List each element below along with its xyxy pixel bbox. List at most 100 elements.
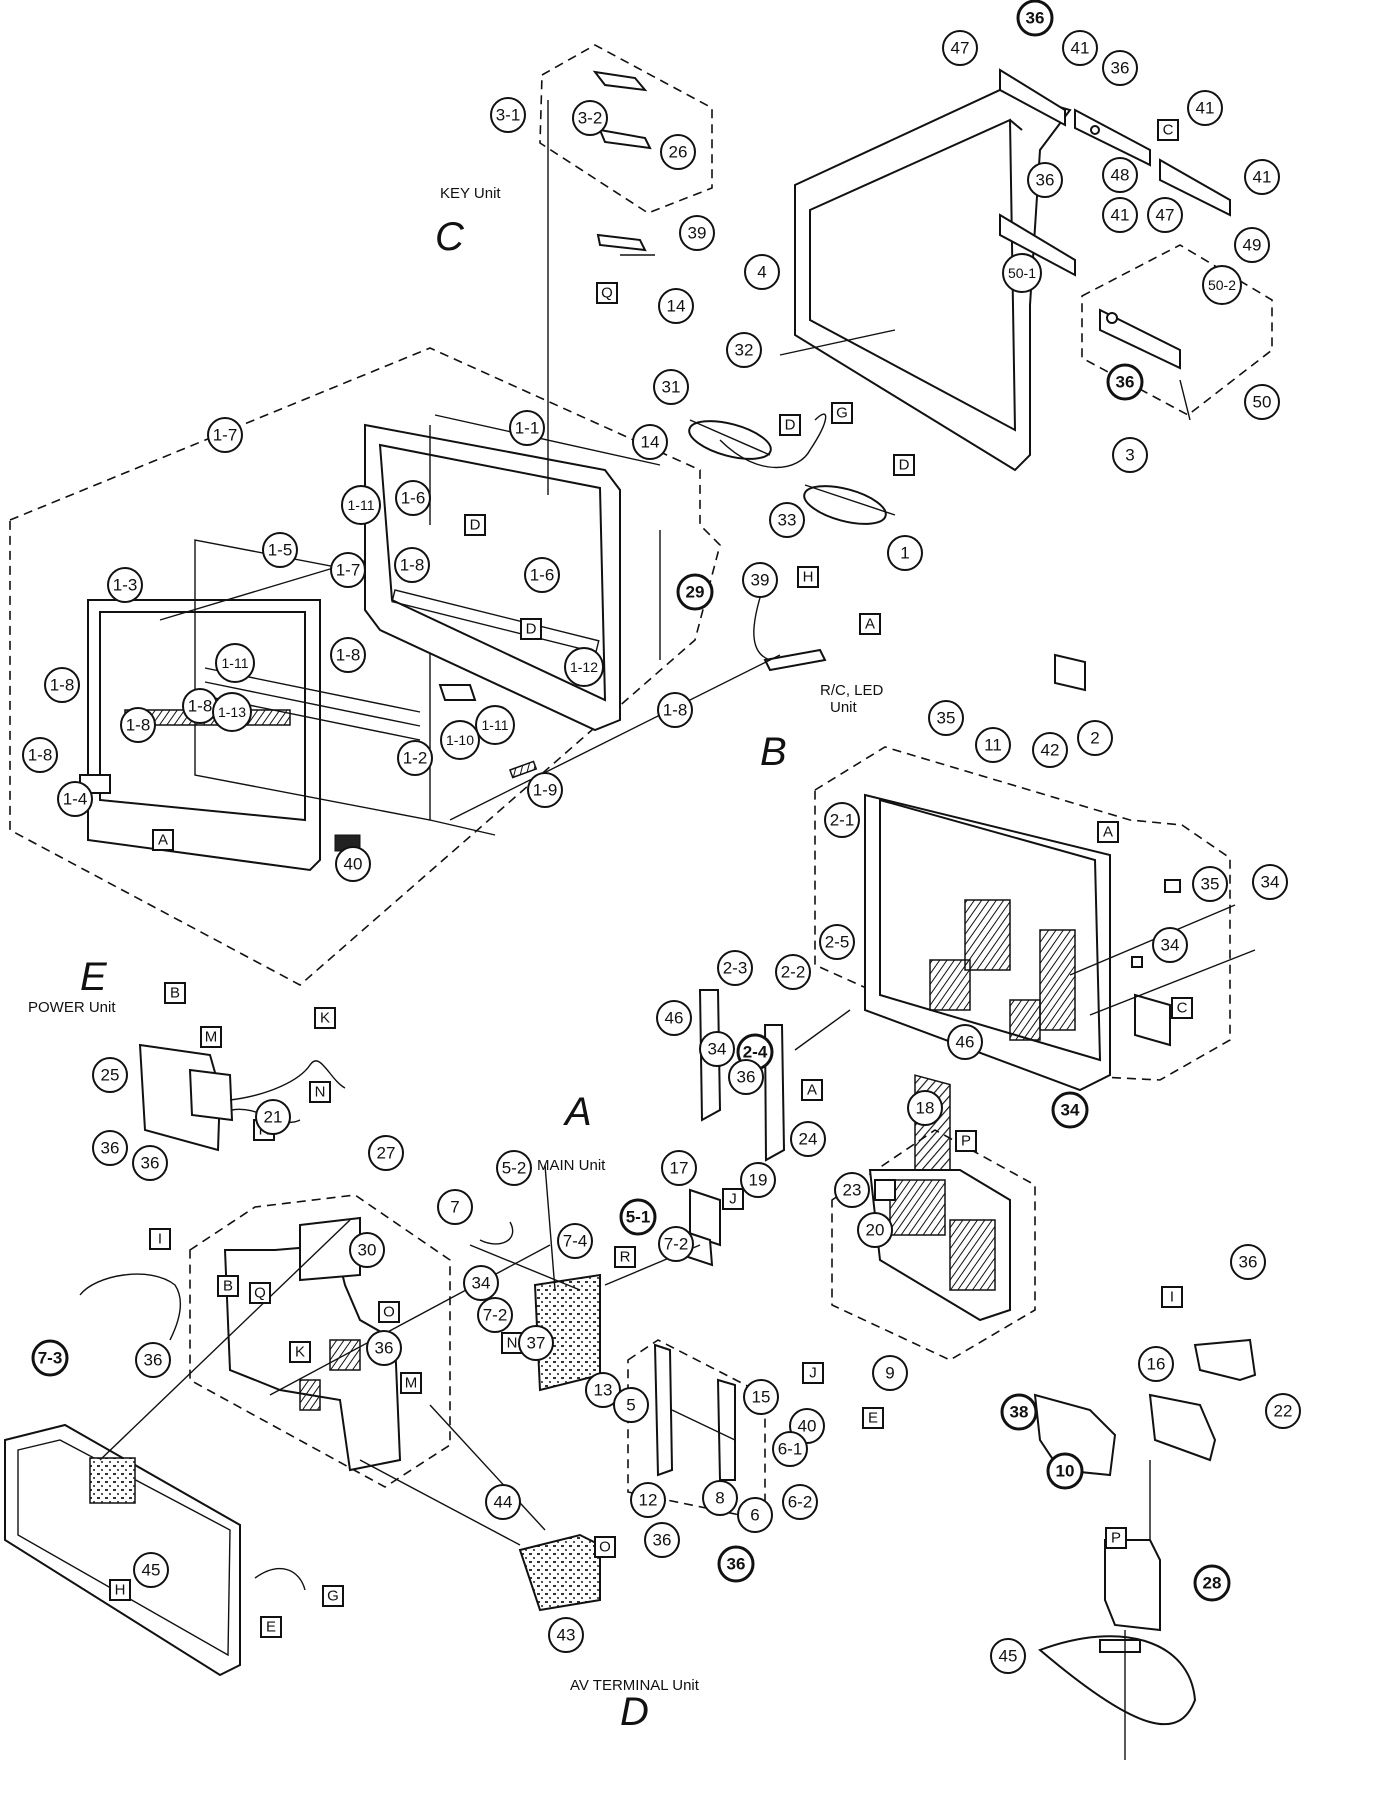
callout-part-41: 41 — [1187, 90, 1223, 126]
callout-part-36: 36 — [717, 1545, 755, 1583]
callout-part-42: 42 — [1032, 732, 1068, 768]
callout-label: 16 — [1147, 1355, 1166, 1374]
callout-part-14: 14 — [632, 424, 668, 460]
callout-label: 49 — [1243, 236, 1262, 255]
callout-part-36: 36 — [1102, 50, 1138, 86]
callout-label: 50-2 — [1208, 277, 1236, 293]
callout-label: 8 — [715, 1489, 724, 1508]
callout-label: 2-4 — [743, 1043, 768, 1062]
callout-label: P — [961, 1133, 971, 1150]
small-parts-1-13-1-2 — [438, 684, 538, 779]
callout-part-7-4: 7-4 — [557, 1223, 593, 1259]
connector-tag-c: C — [1171, 997, 1193, 1019]
callout-label: 1-12 — [570, 659, 598, 675]
connector-tag-q: Q — [596, 282, 618, 304]
callout-part-36: 36 — [728, 1059, 764, 1095]
callout-label: 20 — [866, 1221, 885, 1240]
connector-tag-g: G — [831, 402, 853, 424]
callout-label: 41 — [1111, 206, 1130, 225]
callout-label: G — [327, 1588, 339, 1605]
callout-label: 10 — [1056, 1462, 1075, 1481]
callout-label: D — [899, 457, 910, 474]
callout-label: 1-13 — [218, 704, 246, 720]
callout-label: 36 — [1239, 1253, 1258, 1272]
callout-label: 1-8 — [663, 701, 688, 720]
callout-label: 45 — [999, 1647, 1018, 1666]
callout-label: P — [1111, 1530, 1121, 1547]
connector-tag-d: D — [520, 618, 542, 640]
callout-part-6: 6 — [737, 1497, 773, 1533]
callout-part-36: 36 — [92, 1130, 128, 1166]
callout-label: 17 — [670, 1159, 689, 1178]
callout-label: 23 — [843, 1181, 862, 1200]
connector-tag-p: P — [955, 1130, 977, 1152]
av-terminal-board — [518, 1533, 601, 1612]
callout-label: 34 — [472, 1274, 491, 1293]
connector-tag-q: Q — [249, 1282, 271, 1304]
callout-part-1-10: 1-10 — [440, 720, 480, 760]
connector-tag-n: N — [309, 1081, 331, 1103]
callout-label: M — [405, 1375, 418, 1392]
callout-label: 1-9 — [533, 781, 558, 800]
callout-label: 47 — [951, 39, 970, 58]
callout-label: 1-1 — [515, 419, 540, 438]
callout-label: 18 — [916, 1099, 935, 1118]
callout-part-36: 36 — [1016, 0, 1054, 37]
connector-tag-e: E — [260, 1616, 282, 1638]
terminal-brackets-6 — [653, 1343, 736, 1481]
callout-label: 48 — [1111, 166, 1130, 185]
callout-part-2: 2 — [1077, 720, 1113, 756]
callout-part-1-11: 1-11 — [215, 643, 255, 683]
lcd-panel-e — [4, 1423, 306, 1677]
callout-part-20: 20 — [857, 1212, 893, 1248]
callout-part-7-2: 7-2 — [477, 1297, 513, 1333]
callout-label: 3 — [1125, 446, 1134, 465]
callout-part-1-8: 1-8 — [22, 737, 58, 773]
callout-part-2-5: 2-5 — [819, 924, 855, 960]
callout-label: 39 — [688, 224, 707, 243]
callout-label: 1-8 — [400, 556, 425, 575]
callout-part-7-2: 7-2 — [658, 1226, 694, 1262]
callout-part-50-1: 50-1 — [1002, 253, 1042, 293]
callout-label: 1-6 — [401, 489, 426, 508]
callout-label: 46 — [665, 1009, 684, 1028]
callout-part-16: 16 — [1138, 1346, 1174, 1382]
callout-part-50-2: 50-2 — [1202, 265, 1242, 305]
callout-part-36: 36 — [1106, 363, 1144, 401]
callout-part-25: 25 — [92, 1057, 128, 1093]
callout-label: 2-2 — [781, 963, 806, 982]
callout-label: 7 — [450, 1198, 459, 1217]
connector-tag-b: B — [217, 1275, 239, 1297]
bracket-49 — [999, 213, 1076, 277]
callout-label: 1-7 — [336, 561, 361, 580]
callout-part-36: 36 — [132, 1145, 168, 1181]
callout-label: 11 — [984, 736, 1002, 755]
front-bezel-part-1-3 — [79, 599, 361, 872]
callout-label: 1-3 — [113, 576, 138, 595]
callout-label: N — [315, 1084, 326, 1101]
callout-label: J — [729, 1191, 737, 1208]
callout-label: 1-11 — [222, 655, 249, 671]
callout-label: B — [170, 985, 180, 1002]
callout-label: 41 — [1196, 99, 1215, 118]
callout-part-23: 23 — [834, 1172, 870, 1208]
connector-tag-o: O — [378, 1301, 400, 1323]
callout-part-1-7: 1-7 — [330, 552, 366, 588]
callout-part-36: 36 — [135, 1342, 171, 1378]
callout-label: 1-8 — [28, 746, 53, 765]
callout-label: 1-11 — [482, 717, 509, 733]
callout-label: 7-2 — [664, 1235, 689, 1254]
callout-label: 41 — [1253, 168, 1272, 187]
callout-part-34: 34 — [463, 1265, 499, 1301]
callout-part-3: 3 — [1112, 437, 1148, 473]
bracket-47-bottom — [1159, 158, 1231, 217]
callout-label: 34 — [1261, 873, 1280, 892]
bracket-50-1 — [1099, 308, 1181, 370]
callout-label: R — [620, 1249, 631, 1266]
callout-label: 1-8 — [126, 716, 151, 735]
callout-label: 26 — [669, 143, 688, 162]
callout-label: 6-2 — [788, 1493, 813, 1512]
rc-led-unit-label-2: Unit — [830, 699, 858, 716]
callout-part-1-7: 1-7 — [207, 417, 243, 453]
connector-tag-h: H — [109, 1579, 131, 1601]
